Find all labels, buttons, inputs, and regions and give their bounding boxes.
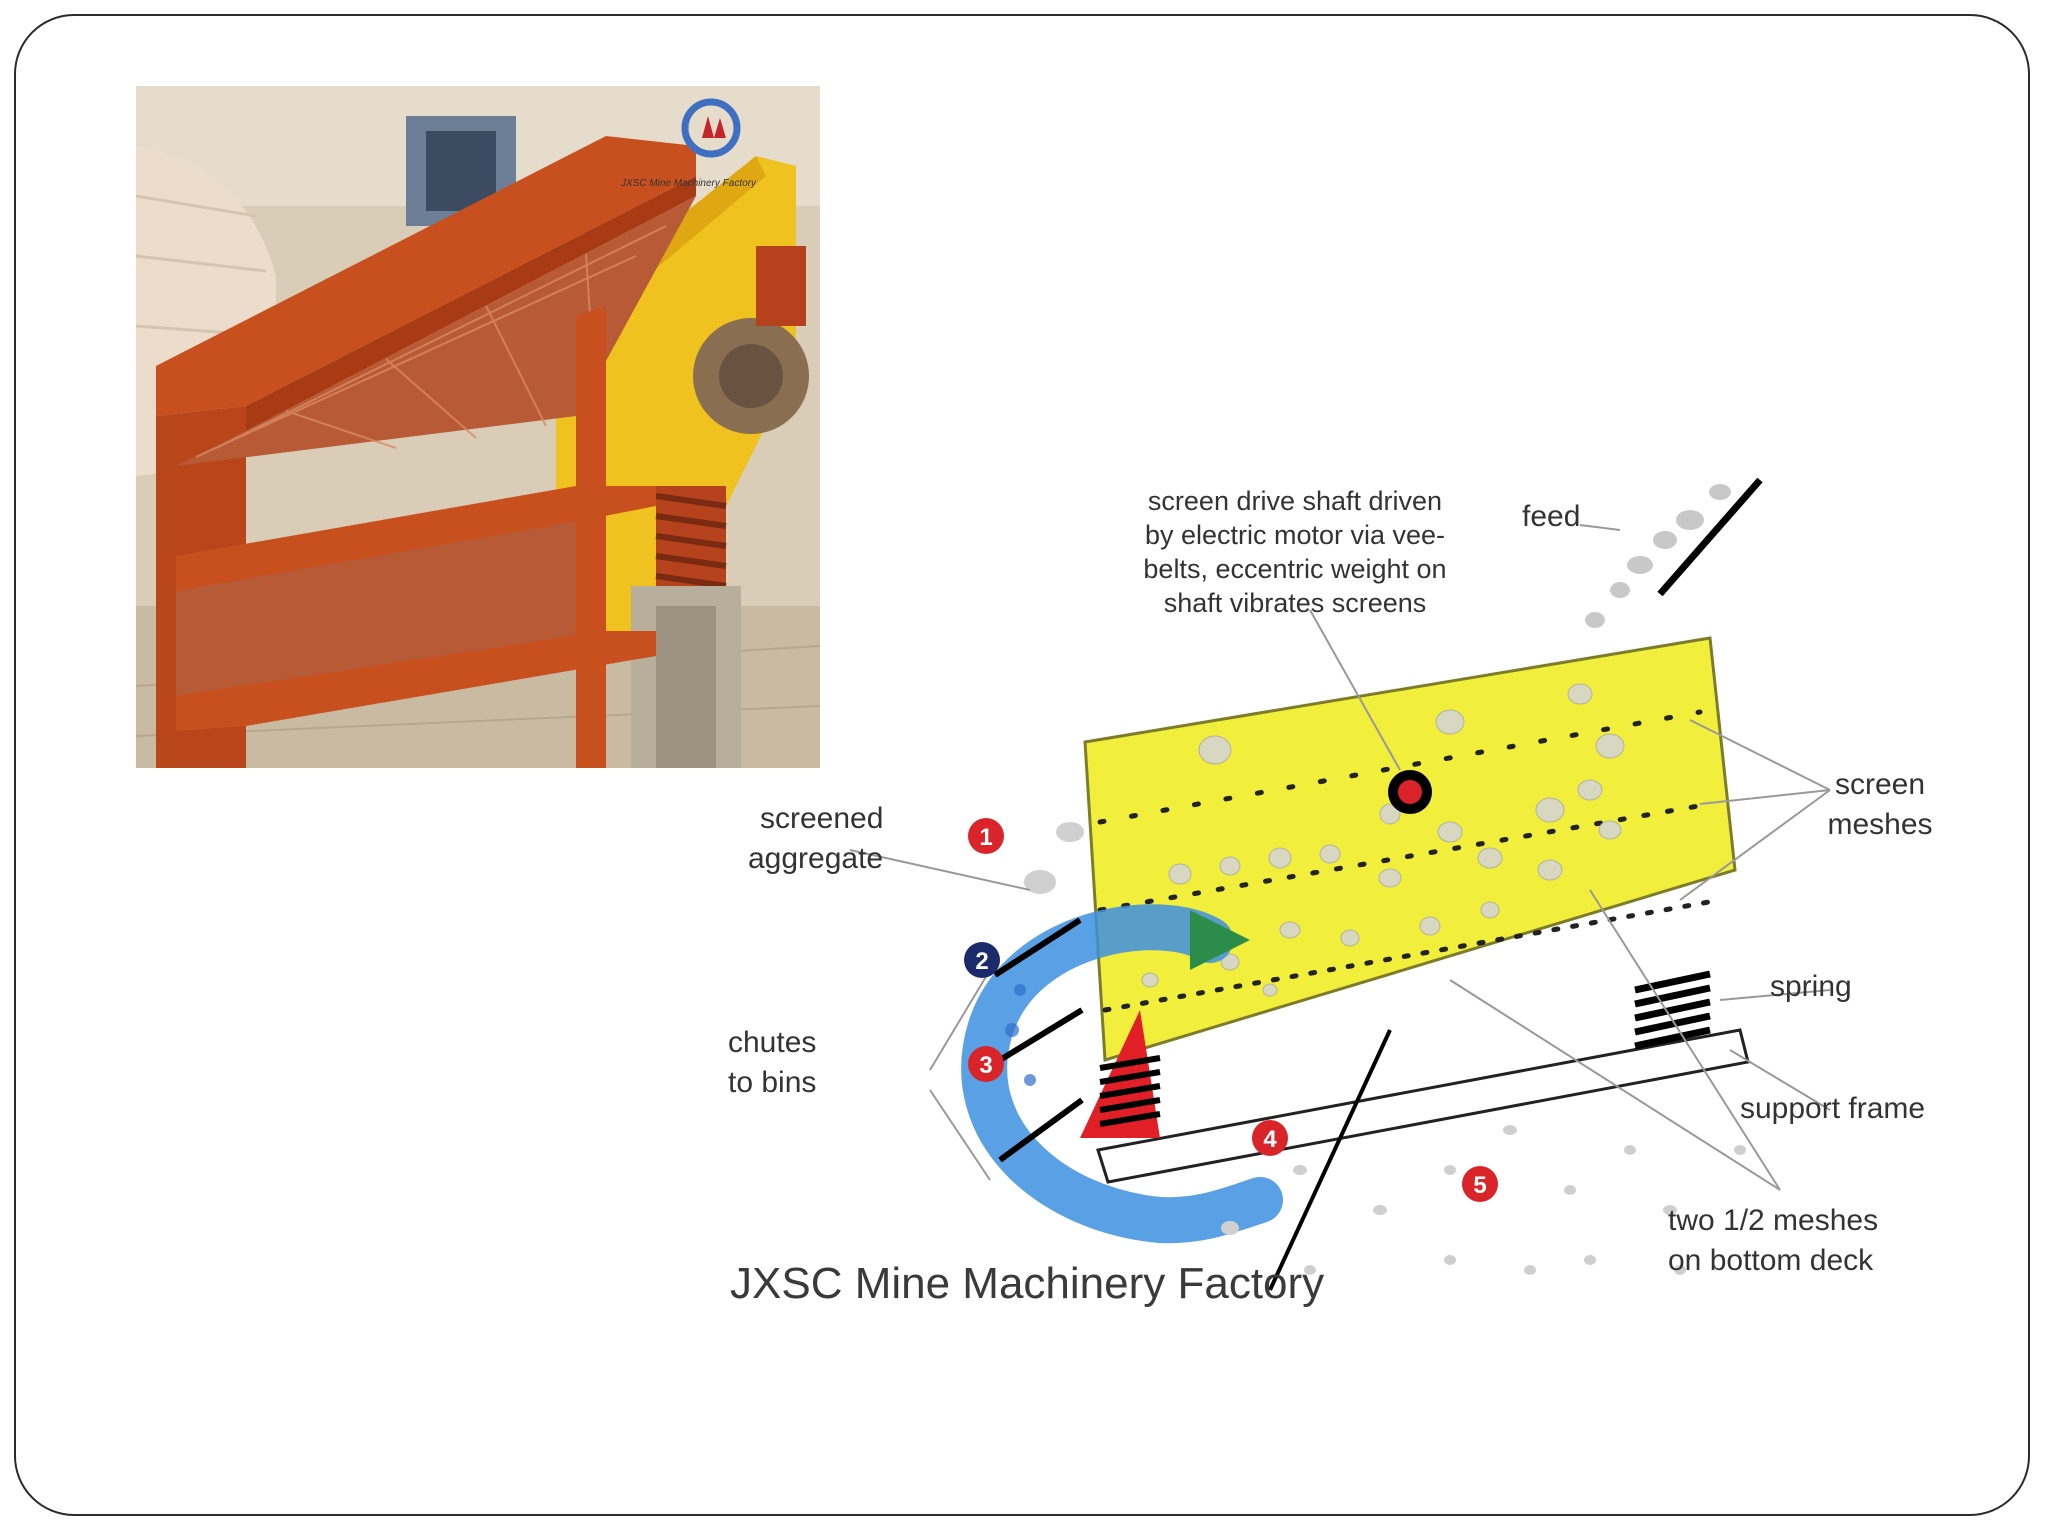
screened-particle	[1056, 822, 1084, 842]
support-frame	[1096, 1028, 1750, 1184]
screened-aggregate-label-line1: screened	[760, 802, 883, 835]
svg-text:2: 2	[975, 948, 988, 975]
marker-4: 4	[1252, 1120, 1288, 1156]
spring-right	[1634, 970, 1711, 1050]
screen-meshes-label-line1: screen	[1835, 768, 1925, 801]
screened-particle	[1024, 870, 1056, 894]
svg-text:1: 1	[979, 824, 992, 851]
drive-label-line3: belts, eccentric weight on	[1143, 554, 1446, 584]
screen-mesh-top	[1097, 709, 1703, 825]
arrow-head	[1190, 910, 1250, 970]
screen-mesh-middle	[1097, 801, 1713, 913]
drive-label-line2: by electric motor via vee-	[1145, 520, 1445, 550]
center-leader	[1268, 1029, 1392, 1291]
marker-2: 2	[964, 942, 1000, 978]
screened-aggregate-label-line2: aggregate	[748, 842, 883, 875]
feed-particles	[1585, 484, 1731, 628]
photo-watermark: JXSC Mine Machinery Factory	[620, 178, 757, 189]
marker-3: 3	[968, 1046, 1004, 1082]
bottom-deck-label-line1: two 1/2 meshes	[1668, 1204, 1878, 1237]
fines-particles	[1221, 1125, 1746, 1275]
vibrating-screen-diagram: 1 2 3 4 5 screen drive shaft driven by e…	[690, 470, 1990, 1350]
spring-left	[1099, 1055, 1161, 1127]
feed-chute	[1657, 477, 1763, 597]
feed-label: feed	[1522, 500, 1580, 533]
marker-5: 5	[1462, 1166, 1498, 1202]
flow-arrow	[961, 904, 1283, 1244]
svg-text:3: 3	[979, 1052, 992, 1079]
diagram-footer: JXSC Mine Machinery Factory	[730, 1259, 1324, 1308]
chute-2	[998, 1007, 1084, 1063]
chute-1	[993, 917, 1082, 978]
svg-text:4: 4	[1263, 1126, 1277, 1153]
chutes-label-line1: chutes	[728, 1026, 816, 1059]
drive-label-line1: screen drive shaft driven	[1148, 486, 1442, 516]
marker-1: 1	[968, 818, 1004, 854]
drive-label-line4: shaft vibrates screens	[1164, 588, 1427, 618]
svg-text:5: 5	[1473, 1172, 1486, 1199]
support-frame-label: support frame	[1740, 1092, 1925, 1125]
bottom-deck-label-line2: on bottom deck	[1668, 1244, 1874, 1277]
aggregate-particles	[1141, 683, 1625, 997]
vibrating-screen-photo: JXSC Mine Machinery Factory	[136, 86, 820, 768]
screen-meshes-label-line2: meshes	[1827, 808, 1932, 841]
chutes-label-line2: to bins	[728, 1066, 816, 1099]
spring-label: spring	[1770, 970, 1852, 1003]
chute-3	[998, 1097, 1084, 1163]
